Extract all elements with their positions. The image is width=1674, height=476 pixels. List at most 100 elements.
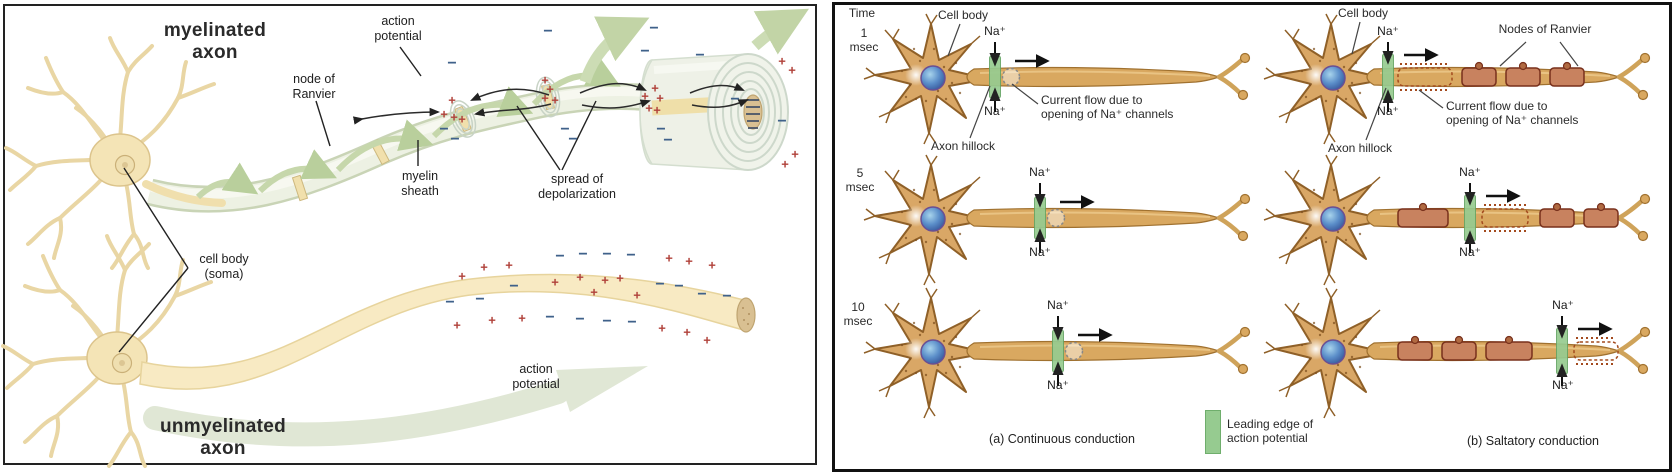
charge-mark-minus: − <box>627 314 637 331</box>
time-header: Time <box>848 6 876 20</box>
charge-mark-minus: − <box>655 276 665 293</box>
label-nodes-of-ranvier: Nodes of Ranvier <box>1498 22 1592 36</box>
na-label-b3-bottom: Na⁺ <box>1552 378 1574 392</box>
legend-green-swatch <box>1205 410 1221 454</box>
label-node-of-ranvier: node of Ranvier <box>292 72 336 101</box>
caption-continuous-conduction: (a) Continuous conduction <box>989 432 1135 446</box>
charge-mark-plus: + <box>488 312 496 328</box>
na-label-a3-bottom: Na⁺ <box>1047 378 1069 392</box>
charge-mark-plus: + <box>683 324 691 340</box>
charge-mark-plus: + <box>658 320 666 336</box>
time-row-10ms: 10 msec <box>843 300 873 329</box>
na-label-b3-top: Na⁺ <box>1552 298 1574 312</box>
charge-mark-plus: + <box>641 88 649 104</box>
charge-mark-plus: + <box>518 310 526 326</box>
charge-mark-minus: − <box>695 47 705 64</box>
charge-mark-minus: − <box>560 121 570 138</box>
caption-saltatory-conduction: (b) Saltatory conduction <box>1466 434 1599 448</box>
charge-mark-plus: + <box>458 268 466 284</box>
label-axon-hillock-b: Axon hillock <box>1327 141 1393 155</box>
charge-mark-minus: − <box>568 131 578 148</box>
charge-mark-minus: − <box>445 294 455 311</box>
charge-mark-plus: + <box>778 53 786 69</box>
charge-mark-plus: + <box>546 81 554 97</box>
charge-mark-plus: + <box>645 100 653 116</box>
na-label-a1-bottom: Na⁺ <box>984 104 1006 118</box>
title-unmyelinated-axon: unmyelinated axon <box>159 416 287 460</box>
label-axon-hillock-a: Axon hillock <box>930 139 996 153</box>
right-panel-conduction-timecourse <box>832 2 1672 472</box>
charge-mark-plus: + <box>440 106 448 122</box>
na-label-a1-top: Na⁺ <box>984 24 1006 38</box>
charge-mark-minus: − <box>545 309 555 326</box>
charge-mark-minus: − <box>555 248 565 265</box>
label-action-potential-bottom: action potential <box>512 362 560 391</box>
charge-mark-plus: + <box>703 332 711 348</box>
time-row-1ms: 1 msec <box>849 26 879 55</box>
charge-mark-minus: − <box>575 311 585 328</box>
charge-mark-plus: + <box>601 272 609 288</box>
charge-mark-minus: − <box>543 23 553 40</box>
charge-mark-plus: + <box>448 92 456 108</box>
charge-mark-plus: + <box>453 317 461 333</box>
label-current-flow-b: Current flow due to opening of Na⁺ chann… <box>1446 99 1579 128</box>
label-current-flow-a: Current flow due to opening of Na⁺ chann… <box>1041 93 1174 122</box>
charge-mark-plus: + <box>653 102 661 118</box>
charge-mark-plus: + <box>541 72 549 88</box>
charge-mark-plus: + <box>781 156 789 172</box>
label-cell-body-a: Cell body <box>937 8 989 22</box>
charge-mark-plus: + <box>651 80 659 96</box>
charge-mark-plus: + <box>551 274 559 290</box>
label-spread-of-depolarization: spread of depolarization <box>538 172 616 201</box>
charge-mark-plus: + <box>576 269 584 285</box>
charge-mark-minus: − <box>578 246 588 263</box>
charge-marks-layer: −−−−−−−−−−−−−++++++++++++++++++++−−−−+++… <box>3 4 815 464</box>
charge-mark-minus: − <box>602 246 612 263</box>
charge-mark-plus: + <box>458 111 466 127</box>
charge-mark-plus: + <box>708 257 716 273</box>
charge-mark-minus: − <box>722 288 732 305</box>
legend-leading-edge-text: Leading edge of action potential <box>1227 417 1314 446</box>
charge-mark-plus: + <box>590 284 598 300</box>
charge-mark-minus: − <box>509 278 519 295</box>
charge-mark-minus: − <box>697 286 707 303</box>
na-label-b1-bottom: Na⁺ <box>1377 104 1399 118</box>
label-cell-body-b: Cell body <box>1337 6 1389 20</box>
charge-mark-plus: + <box>656 90 664 106</box>
na-label-a3-top: Na⁺ <box>1047 298 1069 312</box>
charge-mark-plus: + <box>551 92 559 108</box>
charge-mark-minus: − <box>674 278 684 295</box>
charge-mark-minus: − <box>450 131 460 148</box>
charge-mark-minus: − <box>777 113 787 130</box>
charge-mark-minus: − <box>475 291 485 308</box>
charge-mark-plus: + <box>685 253 693 269</box>
charge-mark-minus: − <box>626 247 636 264</box>
charge-mark-plus: + <box>633 287 641 303</box>
charge-mark-minus: − <box>602 313 612 330</box>
charge-mark-plus: + <box>791 146 799 162</box>
charge-mark-plus: + <box>665 250 673 266</box>
charge-mark-minus: − <box>649 20 659 37</box>
na-label-a2-bottom: Na⁺ <box>1029 245 1051 259</box>
label-cell-body-soma: cell body (soma) <box>199 252 249 281</box>
charge-mark-plus: + <box>480 259 488 275</box>
charge-mark-minus: − <box>656 121 666 138</box>
charge-mark-plus: + <box>541 90 549 106</box>
charge-mark-minus: − <box>730 91 740 108</box>
charge-mark-plus: + <box>505 257 513 273</box>
charge-mark-plus: + <box>788 62 796 78</box>
label-myelin-sheath: myelin sheath <box>401 169 439 198</box>
time-row-5ms: 5 msec <box>845 166 875 195</box>
charge-mark-minus: − <box>663 132 673 149</box>
charge-mark-plus: + <box>616 270 624 286</box>
na-label-b2-bottom: Na⁺ <box>1459 245 1481 259</box>
na-label-b1-top: Na⁺ <box>1377 24 1399 38</box>
charge-mark-minus: − <box>439 121 449 138</box>
na-label-a2-top: Na⁺ <box>1029 165 1051 179</box>
label-action-potential-top: action potential <box>374 14 422 43</box>
na-label-b2-top: Na⁺ <box>1459 165 1481 179</box>
title-myelinated-axon: myelinated axon <box>163 20 267 64</box>
charge-mark-minus: − <box>447 55 457 72</box>
charge-mark-minus: − <box>640 43 650 60</box>
